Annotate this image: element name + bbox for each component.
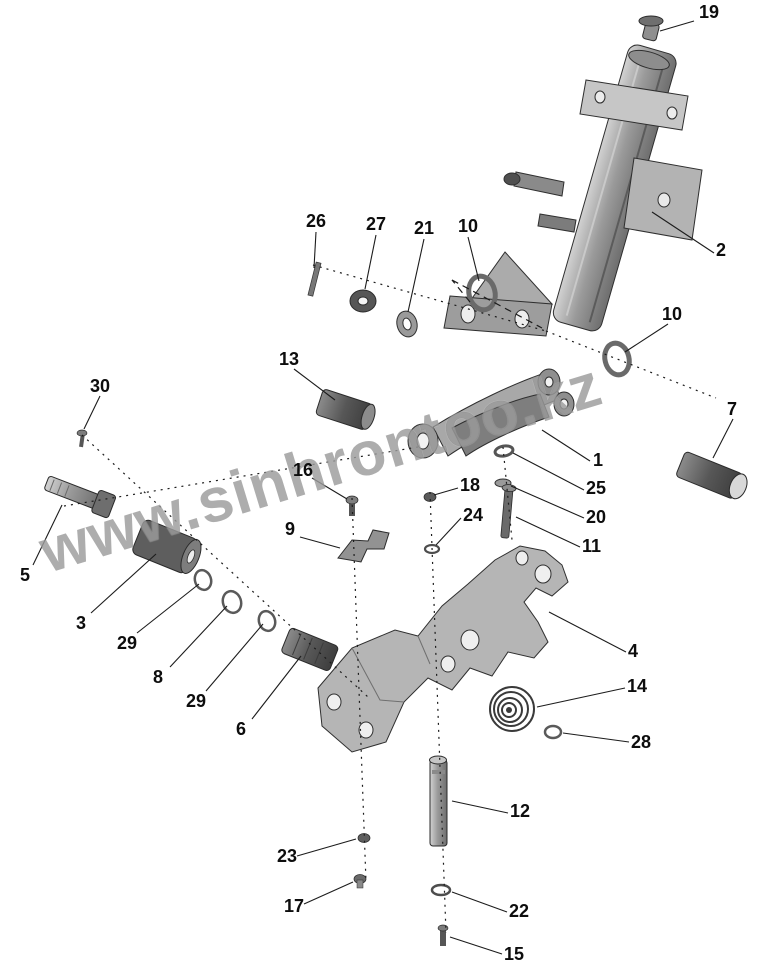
- part-29-ring-b: [257, 609, 277, 633]
- callout-26: 26: [306, 211, 327, 231]
- part-22-washer: [430, 883, 452, 897]
- part-11-bolt: [500, 484, 517, 539]
- leader-line-7: [712, 418, 734, 459]
- callout-22: 22: [509, 901, 530, 921]
- part-14-coil: [489, 686, 535, 732]
- callout-10: 10: [662, 304, 683, 324]
- callout-29: 29: [186, 691, 207, 711]
- callout-13: 13: [279, 349, 300, 369]
- leader-line-25: [512, 452, 585, 491]
- leader-line-3: [90, 553, 157, 614]
- part-7-bushing: [676, 451, 748, 500]
- leader-line-5: [32, 504, 63, 566]
- leader-line-24: [435, 517, 462, 546]
- callout-16: 16: [293, 460, 314, 480]
- part-3-rubber-bushing: [132, 519, 202, 574]
- leader-line-22: [451, 891, 508, 913]
- part-17-bolt: [353, 874, 367, 889]
- leader-line-26: [313, 231, 317, 269]
- callout-19: 19: [699, 2, 720, 22]
- leader-line-11: [515, 516, 581, 548]
- callout-20: 20: [586, 507, 607, 527]
- part-30-screw: [76, 429, 88, 448]
- part-26-pin: [307, 261, 322, 297]
- callout-29: 29: [117, 633, 138, 653]
- callout-1: 1: [593, 450, 604, 470]
- part-25-ring: [493, 444, 515, 458]
- axis-line: [81, 434, 369, 698]
- callout-15: 15: [504, 944, 525, 964]
- callout-7: 7: [727, 399, 738, 419]
- callout-12: 12: [510, 801, 531, 821]
- callout-25: 25: [586, 478, 607, 498]
- part-8-ring: [221, 589, 243, 615]
- callout-9: 9: [285, 519, 296, 539]
- leader-line-30: [83, 395, 101, 430]
- callout-11: 11: [582, 536, 602, 556]
- callout-24: 24: [463, 505, 484, 525]
- part-27-grommet: [349, 289, 377, 313]
- part-6-bushing: [281, 627, 339, 672]
- leader-line-27: [364, 234, 377, 290]
- leader-line-18: [433, 487, 459, 496]
- part-13-bushing: [315, 389, 376, 430]
- leader-line-28: [562, 732, 630, 743]
- part-2-steering-column: [443, 44, 703, 337]
- callout-14: 14: [627, 676, 648, 696]
- leader-line-20: [510, 485, 585, 519]
- leader-line-9: [299, 536, 341, 549]
- part-5-shaft: [44, 476, 117, 519]
- leader-line-15: [449, 936, 503, 955]
- callout-23: 23: [277, 846, 298, 866]
- callout-18: 18: [460, 475, 481, 495]
- callout-28: 28: [631, 732, 652, 752]
- callout-27: 27: [366, 214, 387, 234]
- axis-line: [451, 279, 543, 329]
- part-10-ring-right: [602, 340, 632, 378]
- leader-line-21: [407, 238, 425, 313]
- callout-4: 4: [628, 641, 639, 661]
- part-12-pin: [429, 755, 448, 847]
- callout-3: 3: [76, 613, 87, 633]
- callout-2: 2: [716, 240, 727, 260]
- part-24-washer: [423, 543, 441, 555]
- leader-line-8: [169, 605, 228, 668]
- callout-5: 5: [20, 565, 31, 585]
- callout-17: 17: [284, 896, 305, 916]
- leader-line-6: [251, 655, 302, 720]
- callout-6: 6: [236, 719, 247, 739]
- callout-21: 21: [414, 218, 435, 238]
- part-1-link: [407, 368, 575, 459]
- leader-line-13: [293, 368, 336, 401]
- leader-line-29: [136, 583, 200, 634]
- leader-line-2: [651, 211, 715, 254]
- leader-line-16: [311, 477, 348, 500]
- leader-line-12: [451, 800, 509, 814]
- leader-line-17: [303, 881, 354, 905]
- part-29-ring-a: [193, 568, 213, 592]
- callout-10: 10: [458, 216, 479, 236]
- part-9-strap: [337, 529, 390, 563]
- leader-line-29: [205, 623, 264, 692]
- axis-line: [502, 446, 513, 541]
- leader-line-1: [541, 429, 591, 462]
- callout-8: 8: [153, 667, 164, 687]
- leader-line-23: [296, 838, 357, 857]
- leader-line-10: [467, 236, 480, 282]
- leader-line-4: [548, 611, 627, 653]
- leader-line-14: [536, 687, 626, 708]
- leader-line-10: [624, 323, 669, 353]
- part-19-cap: [638, 15, 664, 42]
- leader-line-19: [659, 20, 695, 32]
- part-28-ring: [543, 724, 563, 740]
- axis-line: [545, 330, 717, 399]
- callout-30: 30: [90, 376, 111, 396]
- axis-line: [451, 279, 471, 303]
- part-4-bracket: [317, 545, 569, 753]
- axis-line: [351, 497, 367, 883]
- part-21-washer: [396, 310, 418, 338]
